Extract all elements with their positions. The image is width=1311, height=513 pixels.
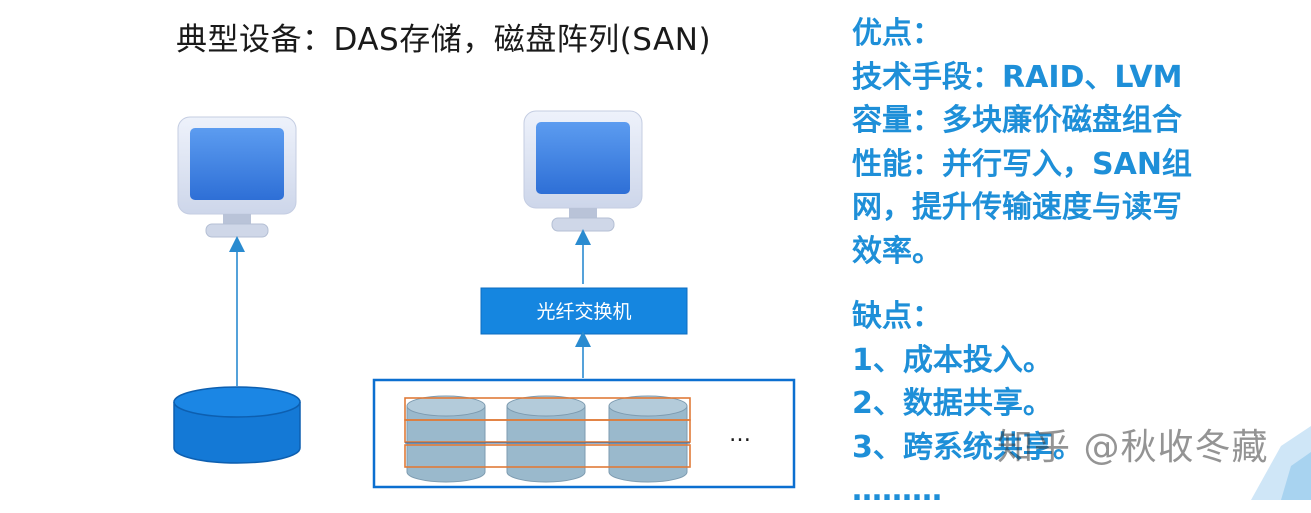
array-disk-icon	[406, 395, 486, 483]
pros-cons-panel: 优点： 技术手段：RAID、LVM 容量：多块廉价磁盘组合 性能：并行写入，SA…	[852, 12, 1292, 513]
pros-line: 性能：并行写入，SAN组	[852, 146, 1192, 182]
array-disk-icon	[608, 395, 688, 483]
fibre-switch: 光纤交换机	[480, 287, 688, 335]
cons-line: 1、成本投入。	[852, 342, 1053, 378]
page-title: 典型设备：DAS存储，磁盘阵列(SAN)	[176, 22, 712, 58]
corner-decoration	[1251, 426, 1311, 500]
watermark: 知乎 @秋收冬藏	[997, 427, 1269, 468]
pros-line: 网，提升传输速度与读写	[852, 190, 1182, 225]
array-disk-icon	[506, 395, 586, 483]
pros-line: 技术手段：RAID、LVM	[852, 59, 1183, 95]
san-host-monitor-icon	[523, 110, 643, 232]
das-host-monitor-icon	[177, 116, 297, 238]
cons-line: 3、跨系统共享。	[852, 429, 1083, 465]
pros-title: 优点：	[852, 16, 942, 51]
raid-stripe-highlight	[404, 419, 691, 443]
cons-line: 2、数据共享。	[852, 386, 1053, 421]
section-gap	[852, 273, 1292, 295]
das-disk-icon	[173, 386, 301, 464]
pros-line: 容量：多块廉价磁盘组合	[852, 103, 1182, 138]
fibre-switch-label: 光纤交换机	[536, 301, 631, 323]
cons-title: 缺点：	[852, 299, 942, 334]
array-ellipsis: …	[729, 422, 751, 447]
raid-stripe-highlight	[404, 444, 691, 468]
storage-diagram: 光纤交换机 …	[173, 110, 796, 489]
pros-line: 效率。	[852, 233, 942, 269]
